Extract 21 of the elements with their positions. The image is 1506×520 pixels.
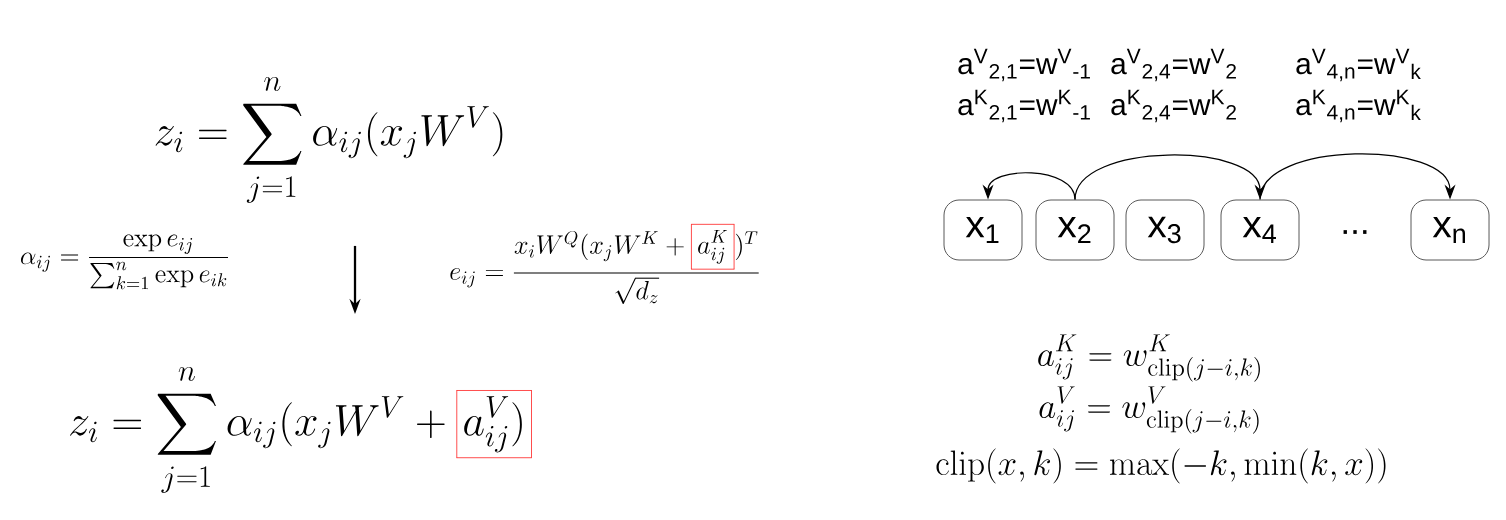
annotation-text: a$^{V}$$_{4,n}$=w$^{V}$k — [1296, 48, 1421, 82]
arrow — [1074, 154, 1266, 201]
annotation-text: a$^{V}$$_{2,1}$=w$^{V}$-1 — [958, 48, 1090, 82]
token-box: x$_{2}$ — [1035, 199, 1115, 261]
formula: $z_i = \sum_{j=1}^{n} \alpha_{ij} (x_j W^V + \textcolor{red}{\boxed{\textcolor{black}{a_{ij}^V)}}}$ — [70, 367, 532, 493]
token-box: x$_{3}$ — [1125, 199, 1205, 261]
annotation-text: a$^{K}$$_{2,1}$=w$^{K}$-1 — [958, 89, 1090, 123]
formula: $\alpha_{ij} = \frac{\exp e_{ij}}{\sum_{k=1}^{n} \exp e_{ik}}$ — [20, 234, 228, 290]
formula: $z_i = \sum_{j=1}^{n} \alpha_{ij} (x_j W^V)$ — [155, 77, 503, 203]
formula: $e_{ij} = \frac{x_i W^Q (x_j W^K + \textcolor{red}{\boxed{\textcolor{black}{a_{ij}^K}}})^T}{\sqrt{d_z}}$ — [450, 224, 759, 304]
token-box: x$_{4}$ — [1220, 199, 1300, 261]
annotation-text: a$^{K}$$_{2,4}$=w$^{K}$2 — [1111, 89, 1236, 123]
annotation-text: a$^{K}$$_{4,n}$=w$^{K}$k — [1296, 89, 1421, 123]
formula: $a_{ij}^K = w_{\mathrm{clip}(j-i,k)}^K$ — [1038, 334, 1260, 382]
annotation-text: a$^{V}$$_{2,4}$=w$^{V}$2 — [1111, 48, 1236, 82]
formula: $a_{ij}^V = w_{\mathrm{clip}(j-i,k)}^V$ — [1039, 386, 1259, 434]
arrow — [1259, 153, 1456, 201]
token-box: x$_{1}$ — [943, 199, 1023, 261]
formula: $\mathrm{clip}(x,k) = \max(-k, \min(k,x))$ — [936, 448, 1386, 484]
token-box: x$_{n}$ — [1410, 199, 1490, 261]
ellipsis: ... — [1343, 230, 1367, 234]
